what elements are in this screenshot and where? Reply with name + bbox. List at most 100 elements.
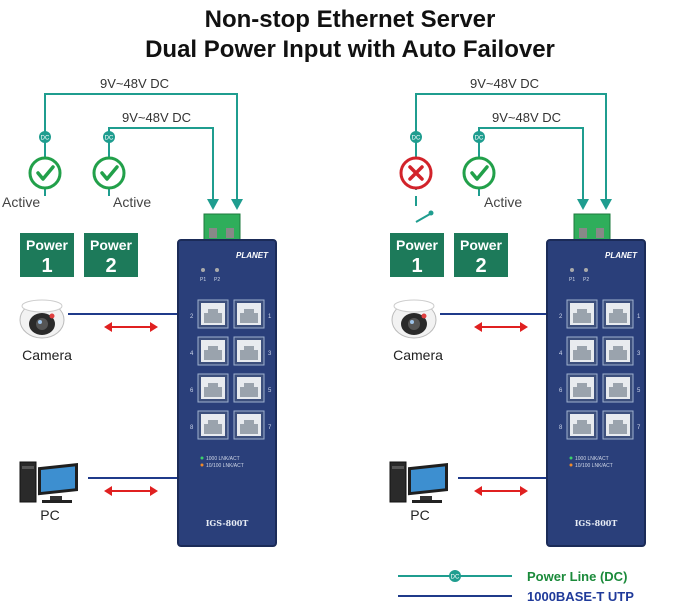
svg-text:P2: P2 <box>583 277 589 283</box>
svg-text:7: 7 <box>268 425 272 431</box>
svg-text:10/100 LNK/ACT: 10/100 LNK/ACT <box>206 463 244 469</box>
camera-icon <box>391 299 437 339</box>
dc-badge-outer: DC <box>410 131 422 143</box>
legend: DC Power Line (DC) 1000BASE-T UTP <box>398 569 634 604</box>
svg-text:2: 2 <box>190 314 194 320</box>
svg-text:Power: Power <box>460 237 503 253</box>
svg-text:DC: DC <box>475 136 484 142</box>
port <box>566 299 598 329</box>
port <box>197 299 229 329</box>
svg-text:1: 1 <box>637 314 641 320</box>
port <box>602 336 634 366</box>
port <box>233 410 265 440</box>
camera-label: Camera <box>393 347 443 363</box>
port <box>233 336 265 366</box>
voltage-label-inner: 9V~48V DC <box>122 110 191 125</box>
port <box>566 336 598 366</box>
pc-icon <box>19 461 79 504</box>
pc-label: PC <box>410 507 429 523</box>
svg-text:DC: DC <box>105 136 114 142</box>
svg-text:6: 6 <box>559 388 563 394</box>
svg-text:P1: P1 <box>569 277 575 283</box>
svg-text:P1: P1 <box>200 277 206 283</box>
arrow-head-inner <box>577 199 589 210</box>
svg-text:Power: Power <box>396 237 439 253</box>
power1-box: Power 1 <box>20 233 74 277</box>
svg-text:Power: Power <box>26 237 69 253</box>
legend-dc-text: DC <box>451 575 460 581</box>
brand-logo: PLANET <box>605 251 638 260</box>
camera-icon <box>19 299 65 339</box>
bidirectional-arrow-icon <box>104 486 158 496</box>
brand-logo: PLANET <box>236 251 269 260</box>
title-line-1: Non-stop Ethernet Server <box>204 6 496 33</box>
svg-text:2: 2 <box>475 255 486 277</box>
svg-text:1000 LNK/ACT: 1000 LNK/ACT <box>575 456 609 462</box>
power2-box: Power 2 <box>84 233 138 277</box>
bidirectional-arrow-icon <box>474 322 528 332</box>
svg-text:DC: DC <box>412 136 421 142</box>
bidirectional-arrow-icon <box>104 322 158 332</box>
svg-text:1: 1 <box>41 255 52 277</box>
svg-text:4: 4 <box>559 351 563 357</box>
svg-text:3: 3 <box>637 351 641 357</box>
port <box>197 410 229 440</box>
power2-box: Power 2 <box>454 233 508 277</box>
switch-model-label: IGS-800T <box>206 518 249 528</box>
port <box>197 336 229 366</box>
svg-text:1000 LNK/ACT: 1000 LNK/ACT <box>206 456 240 462</box>
svg-text:1: 1 <box>268 314 272 320</box>
active-label-power1: Active <box>2 194 40 210</box>
check-icon <box>92 156 126 190</box>
port <box>233 299 265 329</box>
port <box>602 410 634 440</box>
switch-igs-800t: PLANET P1 P2 2 1 4 3 6 5 8 7 1000 LNK/AC… <box>177 213 277 547</box>
power-line-outer <box>44 93 238 205</box>
svg-text:Power: Power <box>90 237 133 253</box>
svg-text:1: 1 <box>411 255 422 277</box>
port <box>566 373 598 403</box>
camera-label: Camera <box>22 347 72 363</box>
active-label-power2: Active <box>113 194 151 210</box>
svg-text:2: 2 <box>559 314 563 320</box>
pc-icon <box>389 461 449 504</box>
svg-text:8: 8 <box>190 425 194 431</box>
port <box>233 373 265 403</box>
port <box>602 373 634 403</box>
svg-text:3: 3 <box>268 351 272 357</box>
svg-text:10/100 LNK/ACT: 10/100 LNK/ACT <box>575 463 613 469</box>
port <box>602 299 634 329</box>
voltage-label-inner: 9V~48V DC <box>492 110 561 125</box>
check-icon <box>462 156 496 190</box>
fail-icon <box>399 156 433 190</box>
power1-box: Power 1 <box>390 233 444 277</box>
broken-switch-icon <box>410 190 434 230</box>
dc-badge-outer: DC <box>39 131 51 143</box>
svg-text:6: 6 <box>190 388 194 394</box>
voltage-label-outer: 9V~48V DC <box>470 76 539 91</box>
left-scenario: 9V~48V DC 9V~48V DC DC DC Active Active … <box>2 76 277 547</box>
svg-text:DC: DC <box>41 136 50 142</box>
check-icon <box>28 156 62 190</box>
pc-label: PC <box>40 507 59 523</box>
arrow-head-outer <box>231 199 243 210</box>
svg-text:8: 8 <box>559 425 563 431</box>
arrow-head-inner <box>207 199 219 210</box>
svg-text:7: 7 <box>637 425 641 431</box>
svg-text:4: 4 <box>190 351 194 357</box>
switch-igs-800t: PLANET P1 P2 2 1 4 3 6 5 8 7 1000 LNK/AC… <box>546 213 646 547</box>
legend-dc-badge <box>449 570 461 582</box>
right-scenario: 9V~48V DC 9V~48V DC DC DC Active Power 1… <box>389 76 646 547</box>
voltage-label-outer: 9V~48V DC <box>100 76 169 91</box>
port <box>566 410 598 440</box>
arrow-head-outer <box>600 199 612 210</box>
dc-badge-inner: DC <box>473 131 485 143</box>
switch-model-label: IGS-800T <box>575 518 618 528</box>
active-label-power2: Active <box>484 194 522 210</box>
svg-text:P2: P2 <box>214 277 220 283</box>
bidirectional-arrow-icon <box>474 486 528 496</box>
svg-text:5: 5 <box>268 388 272 394</box>
port <box>197 373 229 403</box>
svg-text:2: 2 <box>105 255 116 277</box>
